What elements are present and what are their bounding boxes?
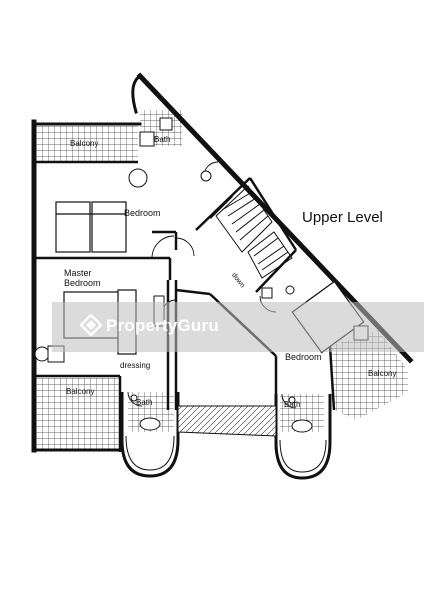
label-bath-bottom-left: Bath	[136, 398, 152, 407]
label-bedroom-right: Bedroom	[285, 352, 322, 362]
balcony-left-floor	[34, 378, 120, 450]
balcony-top-floor	[34, 126, 138, 162]
door-swings	[127, 161, 297, 409]
watermark-text: PropertyGuru	[106, 316, 219, 335]
label-bath-bottom-right: Bath	[284, 400, 300, 409]
label-balcony-top: Balcony	[70, 139, 98, 148]
staircase	[215, 185, 293, 279]
label-dressing: dressing	[120, 361, 150, 370]
label-upper-level: Upper Level	[302, 209, 383, 226]
label-master-bedroom-line2: Bedroom	[64, 278, 101, 288]
label-down: down	[230, 272, 246, 290]
propertyguru-logo-icon	[80, 314, 102, 336]
bath-pods	[120, 392, 332, 480]
label-bedroom-top: Bedroom	[124, 208, 161, 218]
balcony-right-floor	[330, 330, 408, 420]
label-master-bedroom-line1: Master	[64, 268, 92, 278]
watermark-band	[52, 302, 424, 352]
label-bath-top: Bath	[154, 135, 170, 144]
label-balcony-left: Balcony	[66, 387, 94, 396]
label-balcony-right: Balcony	[368, 369, 396, 378]
